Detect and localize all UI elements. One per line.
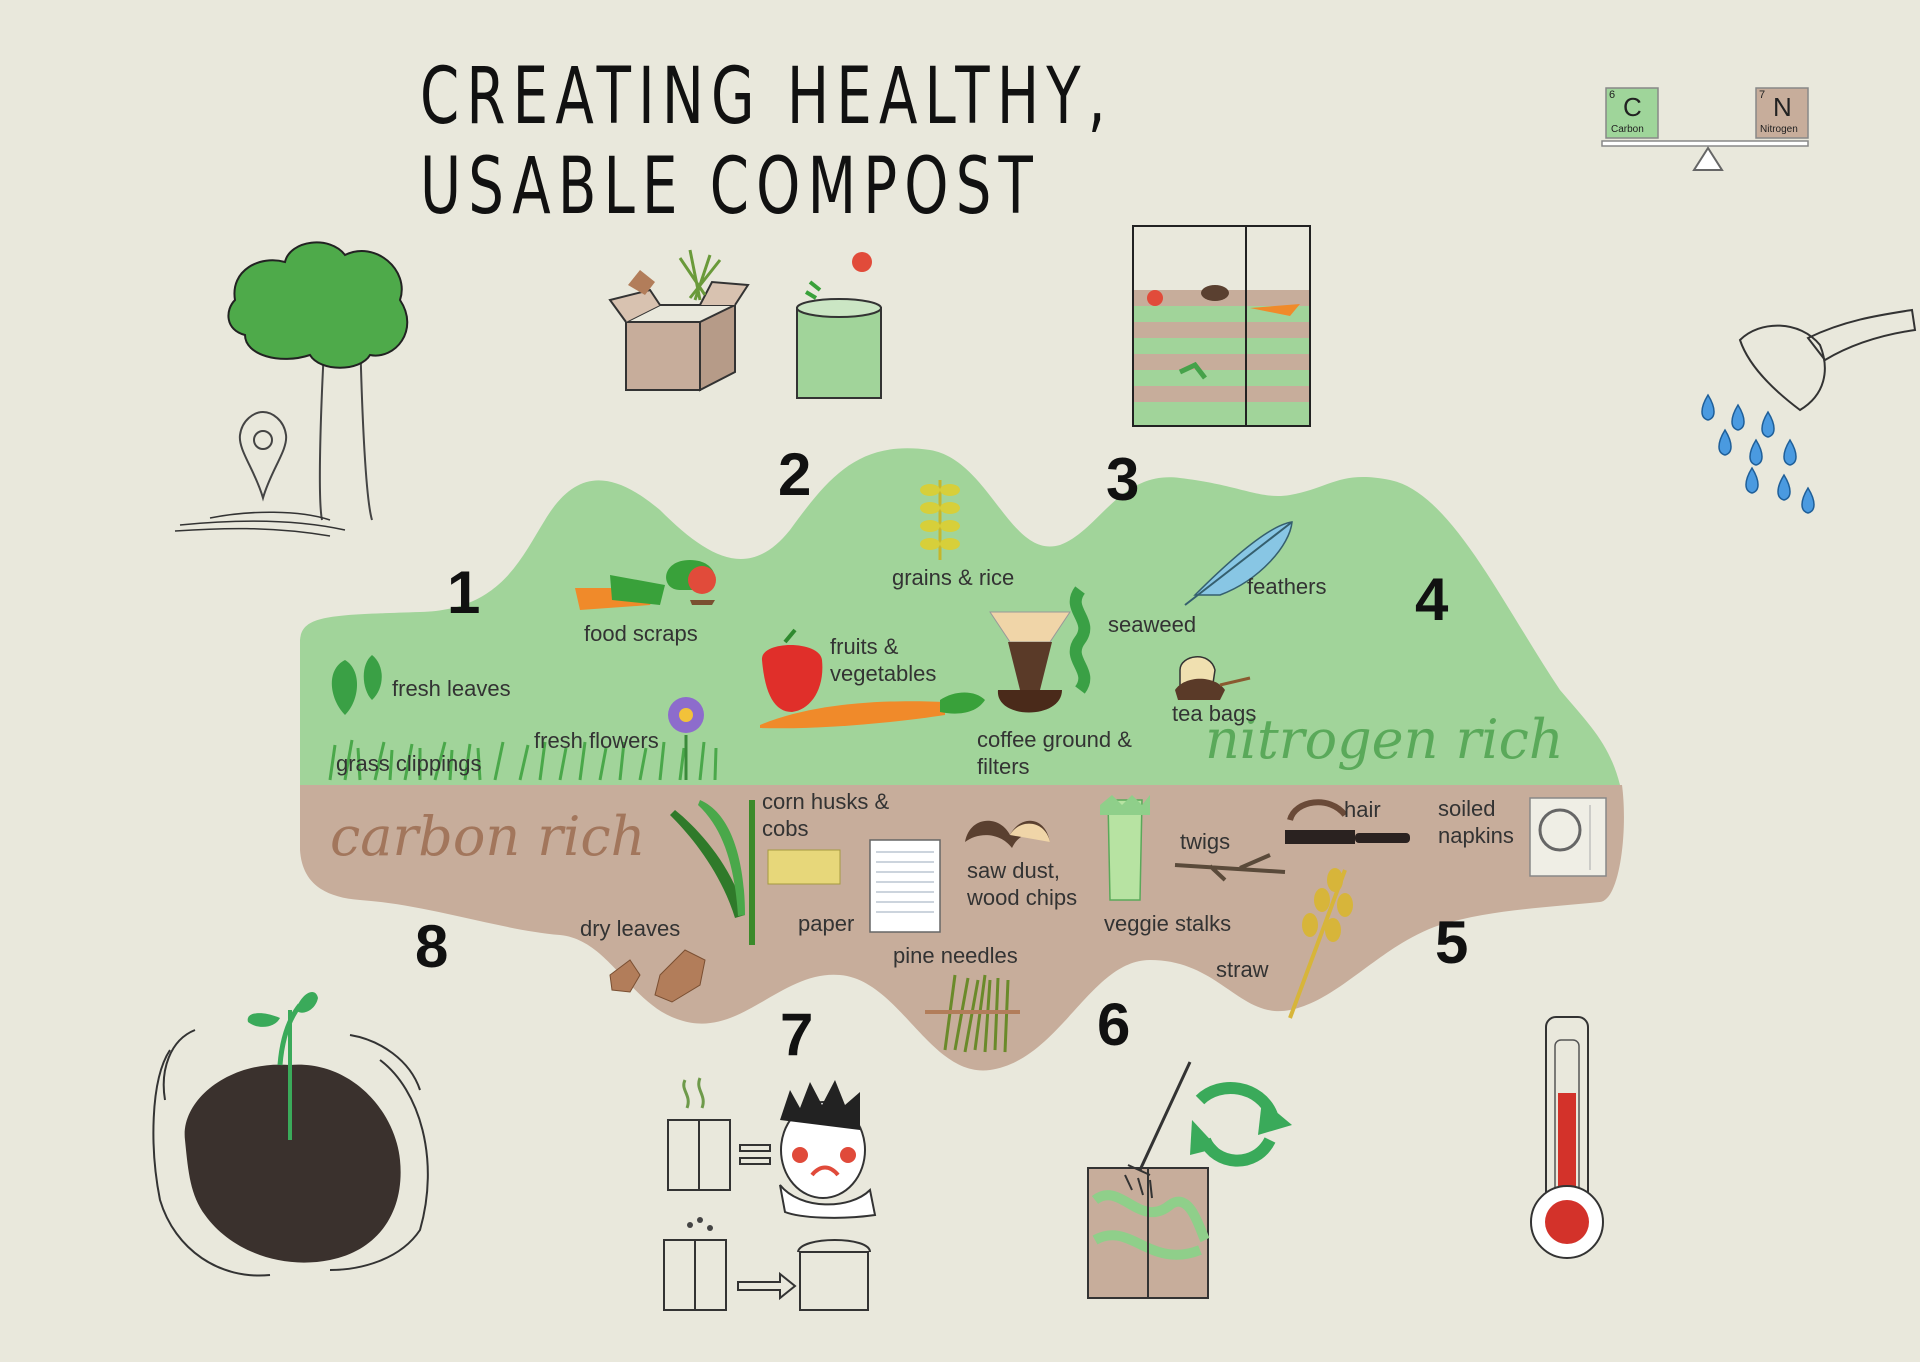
item-fruits-vegetables: fruits & vegetables — [830, 634, 937, 686]
item-straw: straw — [1216, 957, 1269, 982]
item-coffee-ground-filters: coffee ground & filters — [977, 727, 1132, 779]
step-number-1: 1 — [447, 559, 481, 626]
item-paper: paper — [798, 911, 855, 936]
item-pine-needles: pine needles — [893, 943, 1018, 968]
grains-rice-icon — [920, 480, 960, 560]
item-fresh-flowers: fresh flowers — [534, 728, 659, 753]
item-seaweed: seaweed — [1108, 612, 1197, 637]
pine-needles-icon — [925, 974, 1020, 1053]
carbon-element-box: 6 C Carbon — [1606, 88, 1658, 138]
step-number-2: 2 — [778, 441, 812, 508]
fruits-vegetables-icon — [760, 628, 985, 729]
hair-brush-icon — [1285, 799, 1410, 844]
nitrogen-name: Nitrogen — [1760, 124, 1798, 135]
item-veggie-stalks: veggie stalks — [1104, 911, 1232, 936]
fresh-flowers-icon — [518, 697, 718, 781]
item-feathers: feathers — [1247, 574, 1327, 599]
item-twigs: twigs — [1180, 829, 1231, 854]
carbon-rich-heading: carbon rich — [330, 805, 646, 868]
item-hair: hair — [1344, 797, 1381, 822]
layered-bin-icon — [1132, 225, 1311, 427]
item-dry-leaves: dry leaves — [580, 916, 681, 941]
nitrogen-symbol: N — [1773, 92, 1792, 122]
seaweed-icon — [1069, 586, 1091, 694]
step-number-5: 5 — [1435, 909, 1469, 976]
turning-fork-icon — [1087, 1061, 1292, 1299]
tea-bags-icon — [1175, 656, 1251, 700]
thermometer-icon — [1530, 1016, 1604, 1259]
carbon-symbol: C — [1623, 92, 1642, 122]
step-number-8: 8 — [415, 913, 449, 980]
carbon-rich-zone — [300, 785, 1624, 1071]
item-grass-clippings: grass clippings — [336, 751, 482, 776]
step-number-3: 3 — [1106, 446, 1140, 513]
carbon-nitrogen-balance-icon — [1601, 87, 1809, 171]
fresh-leaves-icon — [331, 655, 382, 715]
tree-location-icon — [174, 241, 409, 537]
feathers-icon — [1184, 521, 1293, 606]
veggie-stalks-icon — [1100, 795, 1150, 901]
item-fresh-leaves: fresh leaves — [392, 676, 511, 701]
hands-holding-soil-icon — [152, 991, 429, 1277]
item-soiled-napkins: soiled napkins — [1438, 796, 1514, 848]
item-food-scraps: food scraps — [584, 621, 698, 646]
item-grains-rice: grains & rice — [892, 565, 1015, 590]
smelly-bin-icon — [663, 1077, 877, 1311]
nitrogen-atomic-number: 7 — [1759, 89, 1766, 101]
item-corn-husks-cobs: corn husks & cobs — [762, 789, 890, 841]
shower-water-icon — [1701, 308, 1917, 514]
twigs-icon — [1174, 853, 1286, 882]
paper-icon — [869, 839, 941, 933]
coffee-filter-icon — [989, 611, 1071, 713]
step-number-6: 6 — [1097, 991, 1131, 1058]
box-and-bin-icon — [608, 249, 882, 399]
carbon-name: Carbon — [1611, 124, 1644, 135]
item-saw-dust-wood-chips: saw dust, wood chips — [967, 858, 1078, 910]
item-tea-bags: tea bags — [1172, 701, 1257, 726]
step-number-4: 4 — [1415, 566, 1449, 633]
soiled-napkins-icon — [1529, 797, 1607, 877]
nitrogen-rich-heading: nitrogen rich — [1205, 708, 1564, 771]
dry-leaves-icon — [609, 949, 706, 1003]
saw-dust-wood-chips-icon — [965, 820, 1050, 848]
nitrogen-element-box: 7 N Nitrogen — [1756, 88, 1808, 138]
food-scraps-icon — [575, 560, 716, 610]
page-title: CREATING HEALTHY, USABLE COMPOST — [420, 52, 1113, 232]
grass-clippings-icon — [328, 739, 505, 781]
carbon-atomic-number: 6 — [1609, 89, 1616, 101]
step-number-7: 7 — [780, 1001, 814, 1068]
corn-husks-cobs-icon — [670, 800, 841, 945]
straw-icon — [1288, 868, 1353, 1019]
